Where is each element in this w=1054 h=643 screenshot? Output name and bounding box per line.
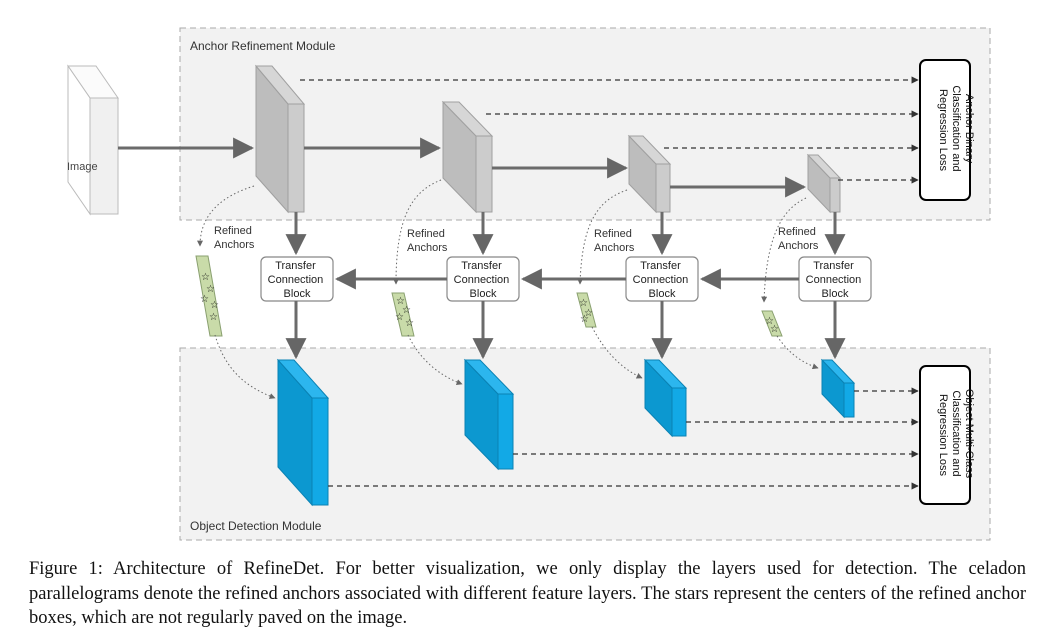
- tcb-3-line-2: Connection: [633, 274, 689, 286]
- star-icon: ☆: [396, 296, 405, 307]
- star-icon: ☆: [580, 314, 589, 325]
- arm-loss-box: Anchor Binary Classification and Regress…: [919, 59, 975, 201]
- refined-anchors-2: Refined Anchors ☆ ☆ ☆ ☆: [391, 179, 463, 385]
- refined-anchors-1: Refined Anchors ☆ ☆ ☆ ☆ ☆: [195, 185, 276, 399]
- star-icon: ☆: [765, 316, 774, 327]
- celadon-parallelogram-4: [761, 310, 783, 337]
- object-detection-module-label: Object Detection Module: [190, 519, 322, 533]
- refined-anchors-2-line-2: Anchors: [407, 242, 448, 254]
- refined-anchors-4-line-1: Refined: [778, 226, 816, 238]
- refinedet-diagram: Anchor Refinement Module Object Detectio…: [67, 27, 991, 541]
- refined-anchors-1-line-1: Refined: [214, 225, 252, 237]
- anchor-refinement-module: [179, 27, 991, 221]
- arm-loss-line-3: Regression Loss: [937, 89, 949, 171]
- odm-loss-line-1: Object Multi-Class: [963, 389, 975, 479]
- svg-text:Transfer Connection: Transfer Connection Block: [268, 260, 327, 300]
- figure-caption: Figure 1: Architecture of RefineDet. For…: [29, 559, 1026, 628]
- odm-loss-line-3: Regression Loss: [937, 394, 949, 476]
- svg-text:Transfer Connection: Transfer Connection Block: [633, 260, 692, 300]
- star-icon: ☆: [579, 298, 588, 309]
- svg-text:Object Multi-Class Class: Object Multi-Class Classification and Re…: [937, 389, 975, 481]
- star-icon: ☆: [206, 284, 215, 295]
- anchor-refinement-module-label: Anchor Refinement Module: [190, 39, 336, 53]
- odm-layer-4: [820, 358, 856, 419]
- tcb-2-line-2: Connection: [454, 274, 510, 286]
- svg-text:Refined Anchors: Refined Anchors: [778, 226, 819, 252]
- star-icon: ☆: [402, 305, 411, 316]
- arm-layer-4: [806, 153, 842, 214]
- refined-anchors-4-line-2: Anchors: [778, 240, 819, 252]
- arm-loss-line-1: Anchor Binary: [963, 94, 975, 164]
- refined-anchors-4: Refined Anchors ☆ ☆: [761, 197, 819, 370]
- image-label: Image: [67, 161, 98, 173]
- star-icon: ☆: [405, 318, 414, 329]
- arm-layer-3: [627, 134, 672, 214]
- arm-layer-2: [441, 100, 494, 214]
- odm-layer-3: [643, 358, 688, 438]
- tcb-3-line-3: Block: [649, 288, 676, 300]
- celadon-parallelogram-1: [195, 255, 223, 337]
- tcb-1-line-1: Transfer: [275, 260, 316, 272]
- tcb-1-line-3: Block: [284, 288, 311, 300]
- svg-text:Transfer Connection: Transfer Connection Block: [454, 260, 513, 300]
- tcb-4: Transfer Connection Block: [798, 256, 872, 302]
- star-icon: ☆: [770, 324, 779, 335]
- star-icon: ☆: [201, 272, 210, 283]
- tcb-3: Transfer Connection Block: [625, 256, 699, 302]
- svg-text:Refined Anchors: Refined Anchors: [594, 228, 635, 254]
- tcb-2: Transfer Connection Block: [446, 256, 520, 302]
- star-icon: ☆: [584, 308, 593, 319]
- tcb-4-line-2: Connection: [806, 274, 862, 286]
- refined-anchors-1-line-2: Anchors: [214, 239, 255, 251]
- odm-loss-line-2: Classification and: [950, 390, 962, 476]
- input-image: Image: [67, 64, 119, 216]
- star-icon: ☆: [200, 294, 209, 305]
- svg-text:Anchor Binary Classifica: Anchor Binary Classification and Regress…: [937, 85, 975, 174]
- arm-layer-1: [254, 64, 306, 214]
- celadon-parallelogram-3: [576, 292, 597, 328]
- tcb-2-line-1: Transfer: [461, 260, 502, 272]
- star-icon: ☆: [395, 312, 404, 323]
- refined-anchors-3-line-2: Anchors: [594, 242, 635, 254]
- svg-text:Refined Anchors: Refined Anchors: [407, 228, 448, 254]
- odm-loss-box: Object Multi-Class Classification and Re…: [919, 365, 975, 505]
- tcb-4-line-1: Transfer: [813, 260, 854, 272]
- star-icon: ☆: [209, 312, 218, 323]
- svg-text:Refined Anchors: Refined Anchors: [214, 225, 255, 251]
- celadon-parallelogram-2: [391, 292, 415, 337]
- refined-anchors-3-line-1: Refined: [594, 228, 632, 240]
- refined-anchors-2-line-1: Refined: [407, 228, 445, 240]
- tcb-1: Transfer Connection Block: [260, 256, 334, 302]
- star-icon: ☆: [210, 300, 219, 311]
- tcb-2-line-3: Block: [470, 288, 497, 300]
- tcb-1-line-2: Connection: [268, 274, 324, 286]
- odm-layer-1: [276, 358, 330, 507]
- tcb-4-line-3: Block: [822, 288, 849, 300]
- tcb-3-line-1: Transfer: [640, 260, 681, 272]
- arm-loss-line-2: Classification and: [950, 85, 962, 171]
- refined-anchors-3: Refined Anchors ☆ ☆ ☆: [576, 189, 643, 379]
- svg-text:Transfer Connection: Transfer Connection Block: [806, 260, 865, 300]
- odm-layer-2: [463, 358, 515, 471]
